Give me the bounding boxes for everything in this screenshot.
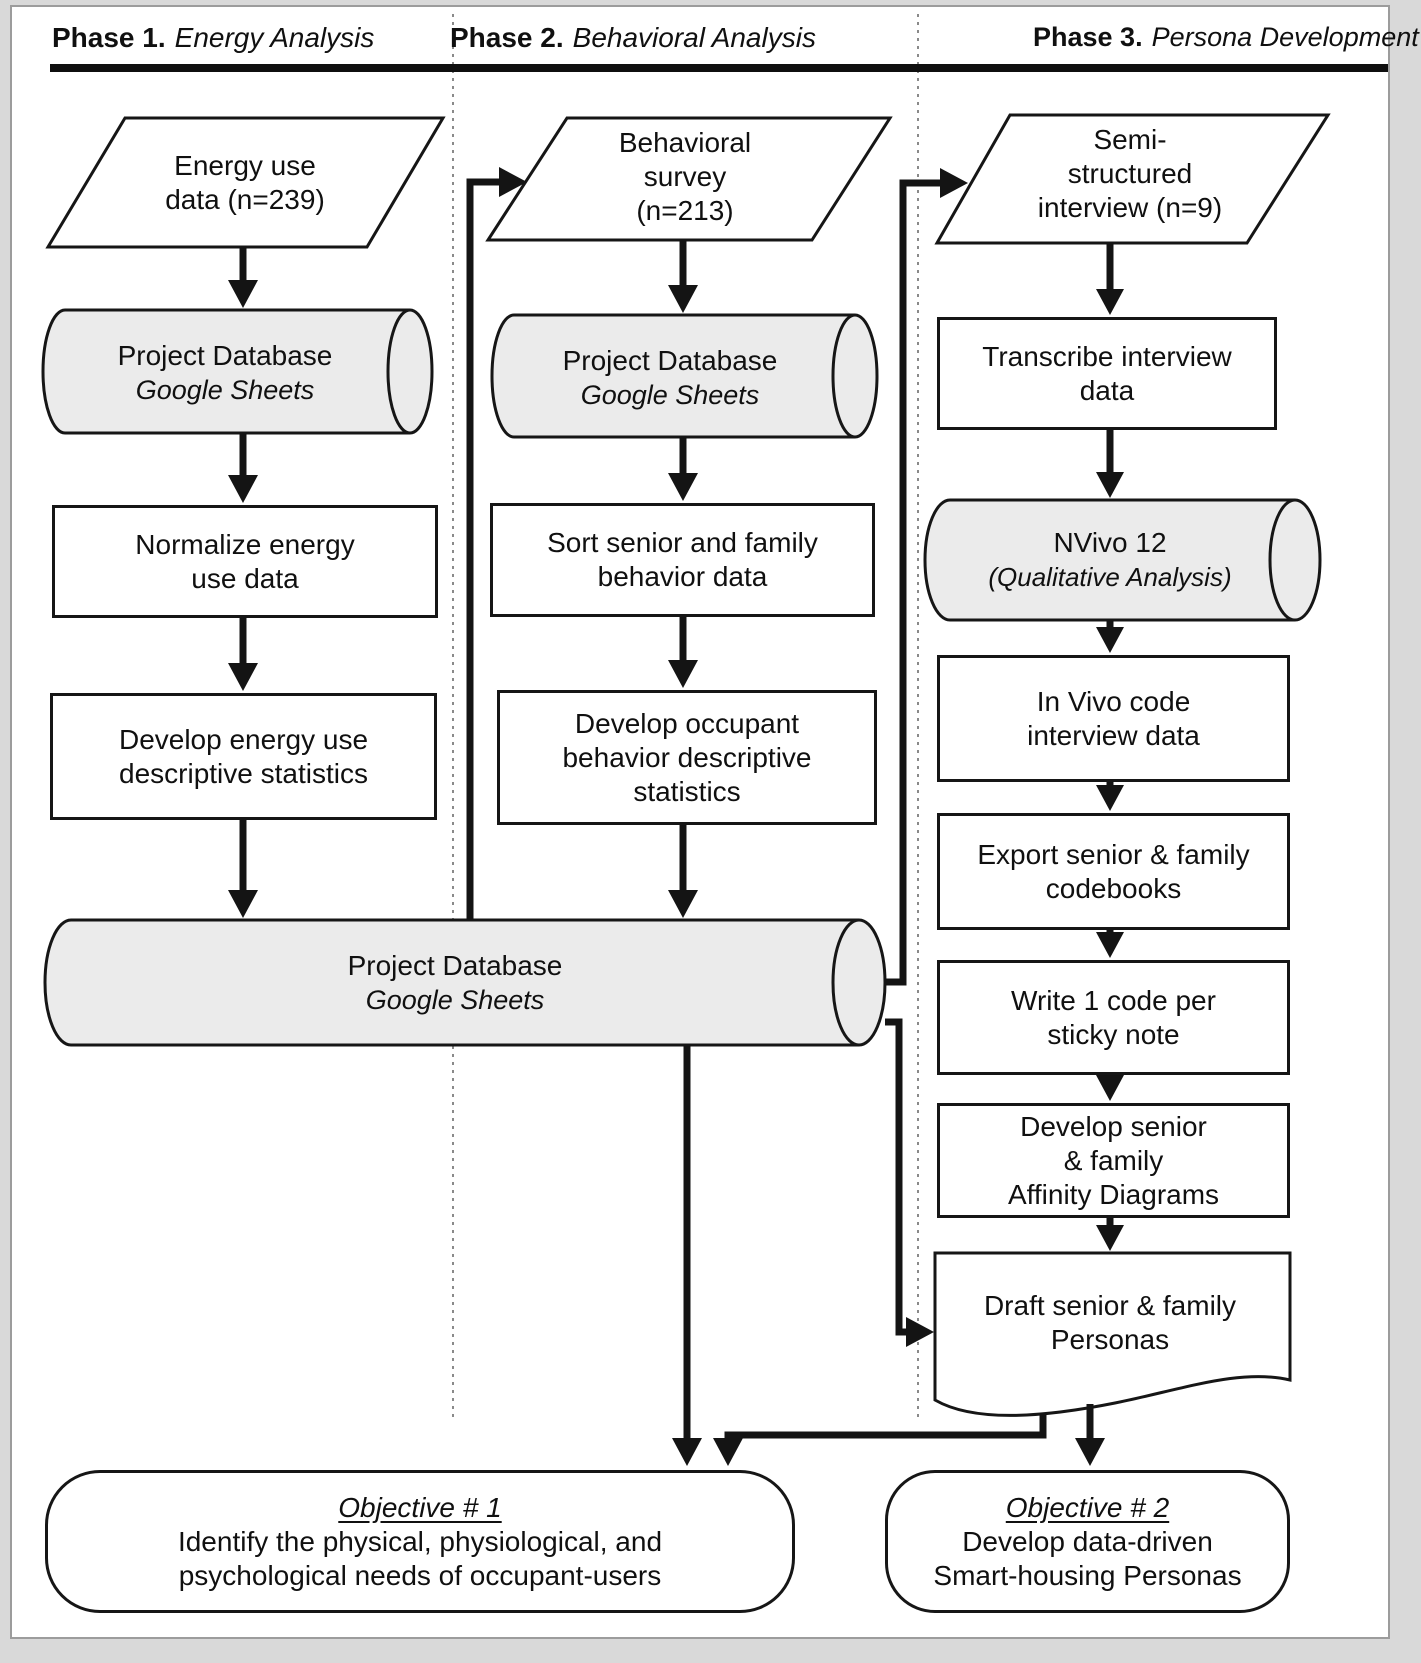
behavior-statistics-box: Develop occupant behavior descriptive st…: [497, 690, 877, 825]
interview-input: Semi- structured interview (n=9): [1037, 124, 1223, 223]
arrow-normalize-to-energy-stats: [228, 618, 258, 691]
behavioral-survey-parallelogram: [485, 116, 893, 242]
phase2-database-label: Project Database Google Sheets: [505, 330, 835, 425]
nvivo-title: NVivo 12: [1053, 526, 1167, 558]
objective-1-body: Identify the physical, physiological, an…: [177, 1525, 663, 1591]
connector-shared-db-to-survey: [466, 167, 527, 920]
arrow-export-to-sticky: [1096, 930, 1124, 958]
phase-1-title: Energy Analysis: [174, 22, 375, 53]
nvivo-cylinder: [923, 498, 1322, 622]
header-underline: [50, 64, 1388, 72]
shared-database-subtitle: Google Sheets: [365, 984, 545, 1015]
arrow-survey-input-to-db2: [668, 240, 698, 313]
phase1-database-cylinder: [41, 308, 434, 435]
normalize-energy-box: Normalize energy use data: [52, 505, 438, 618]
sort-behavior-box: Sort senior and family behavior data: [490, 503, 875, 617]
shared-database-label: Project Database Google Sheets: [260, 935, 650, 1030]
phase-3-title: Persona Development: [1151, 22, 1419, 52]
export-codebooks-box: Export senior & family codebooks: [937, 813, 1290, 930]
phase2-database-cylinder: [490, 313, 879, 439]
arrow-transcribe-to-nvivo: [1096, 430, 1124, 498]
phase2-database-subtitle: Google Sheets: [580, 379, 760, 410]
energy-data-input: Energy use data (n=239): [165, 149, 325, 215]
arrow-draft-to-objective2: [1075, 1404, 1105, 1466]
invivo-code-box: In Vivo code interview data: [937, 655, 1290, 782]
objective-1-title: Objective # 1: [338, 1491, 502, 1523]
phase-3-label: Phase 3.: [1033, 22, 1143, 52]
objective-2-body: Develop data-driven Smart-housing Person…: [933, 1525, 1242, 1591]
transcribe-box: Transcribe interview data: [937, 317, 1277, 430]
arrow-db2-to-sort: [668, 437, 698, 501]
arrow-db1-to-normalize: [228, 433, 258, 503]
connector-shared-db-to-draft-personas: [885, 1018, 934, 1347]
arrow-interview-to-transcribe: [1096, 243, 1124, 315]
objective-2-title: Objective # 2: [1005, 1491, 1170, 1523]
arrow-shared-db-to-objective1: [672, 1045, 702, 1466]
arrow-sort-to-behavior-stats: [668, 617, 698, 688]
behavioral-survey-input: Behavioral survey (n=213): [618, 127, 752, 226]
affinity-diagrams-box: Develop senior & family Affinity Diagram…: [937, 1103, 1290, 1218]
phase2-database-title: Project Database: [562, 344, 778, 376]
draft-personas-label: Draft senior & family Personas: [983, 1290, 1237, 1355]
phase1-database-subtitle: Google Sheets: [135, 374, 315, 405]
arrow-affinity-to-draft: [1096, 1218, 1124, 1251]
phase-2-label: Phase 2.: [450, 22, 564, 53]
arrow-behavior-stats-to-shared-db: [668, 825, 698, 918]
arrow-nvivo-to-invivo: [1096, 620, 1124, 653]
nvivo-label: NVivo 12 (Qualitative Analysis): [950, 512, 1270, 607]
interview-parallelogram: [934, 113, 1331, 245]
shared-database-title: Project Database: [347, 949, 563, 981]
connectors: [228, 167, 1124, 1466]
arrow-sticky-to-affinity: [1096, 1075, 1124, 1101]
phase-2-title: Behavioral Analysis: [572, 22, 816, 53]
objective-1-box: Objective # 1 Identify the physical, phy…: [45, 1470, 795, 1613]
energy-data-parallelogram: [45, 116, 446, 249]
phase-2-header: Phase 2. Behavioral Analysis: [450, 22, 816, 54]
connector-shared-db-to-interview: [885, 168, 968, 986]
nvivo-subtitle: (Qualitative Analysis): [988, 561, 1232, 592]
arrow-energy-input-to-db1: [228, 247, 258, 308]
phase-3-header: Phase 3. Persona Development: [1033, 22, 1419, 53]
phase-1-header: Phase 1. Energy Analysis: [52, 22, 374, 54]
sticky-note-box: Write 1 code per sticky note: [937, 960, 1290, 1075]
draft-personas-document: [933, 1251, 1292, 1417]
phase1-database-title: Project Database: [117, 339, 333, 371]
energy-statistics-box: Develop energy use descriptive statistic…: [50, 693, 437, 820]
arrow-energy-stats-to-shared-db: [228, 820, 258, 918]
phase1-database-label: Project Database Google Sheets: [60, 325, 390, 420]
arrow-invivo-to-export: [1096, 782, 1124, 811]
objective-2-box: Objective # 2 Develop data-driven Smart-…: [885, 1470, 1290, 1613]
shared-database-cylinder: [43, 918, 887, 1047]
connector-draft-to-objective1: [713, 1413, 1047, 1466]
phase-1-label: Phase 1.: [52, 22, 166, 53]
